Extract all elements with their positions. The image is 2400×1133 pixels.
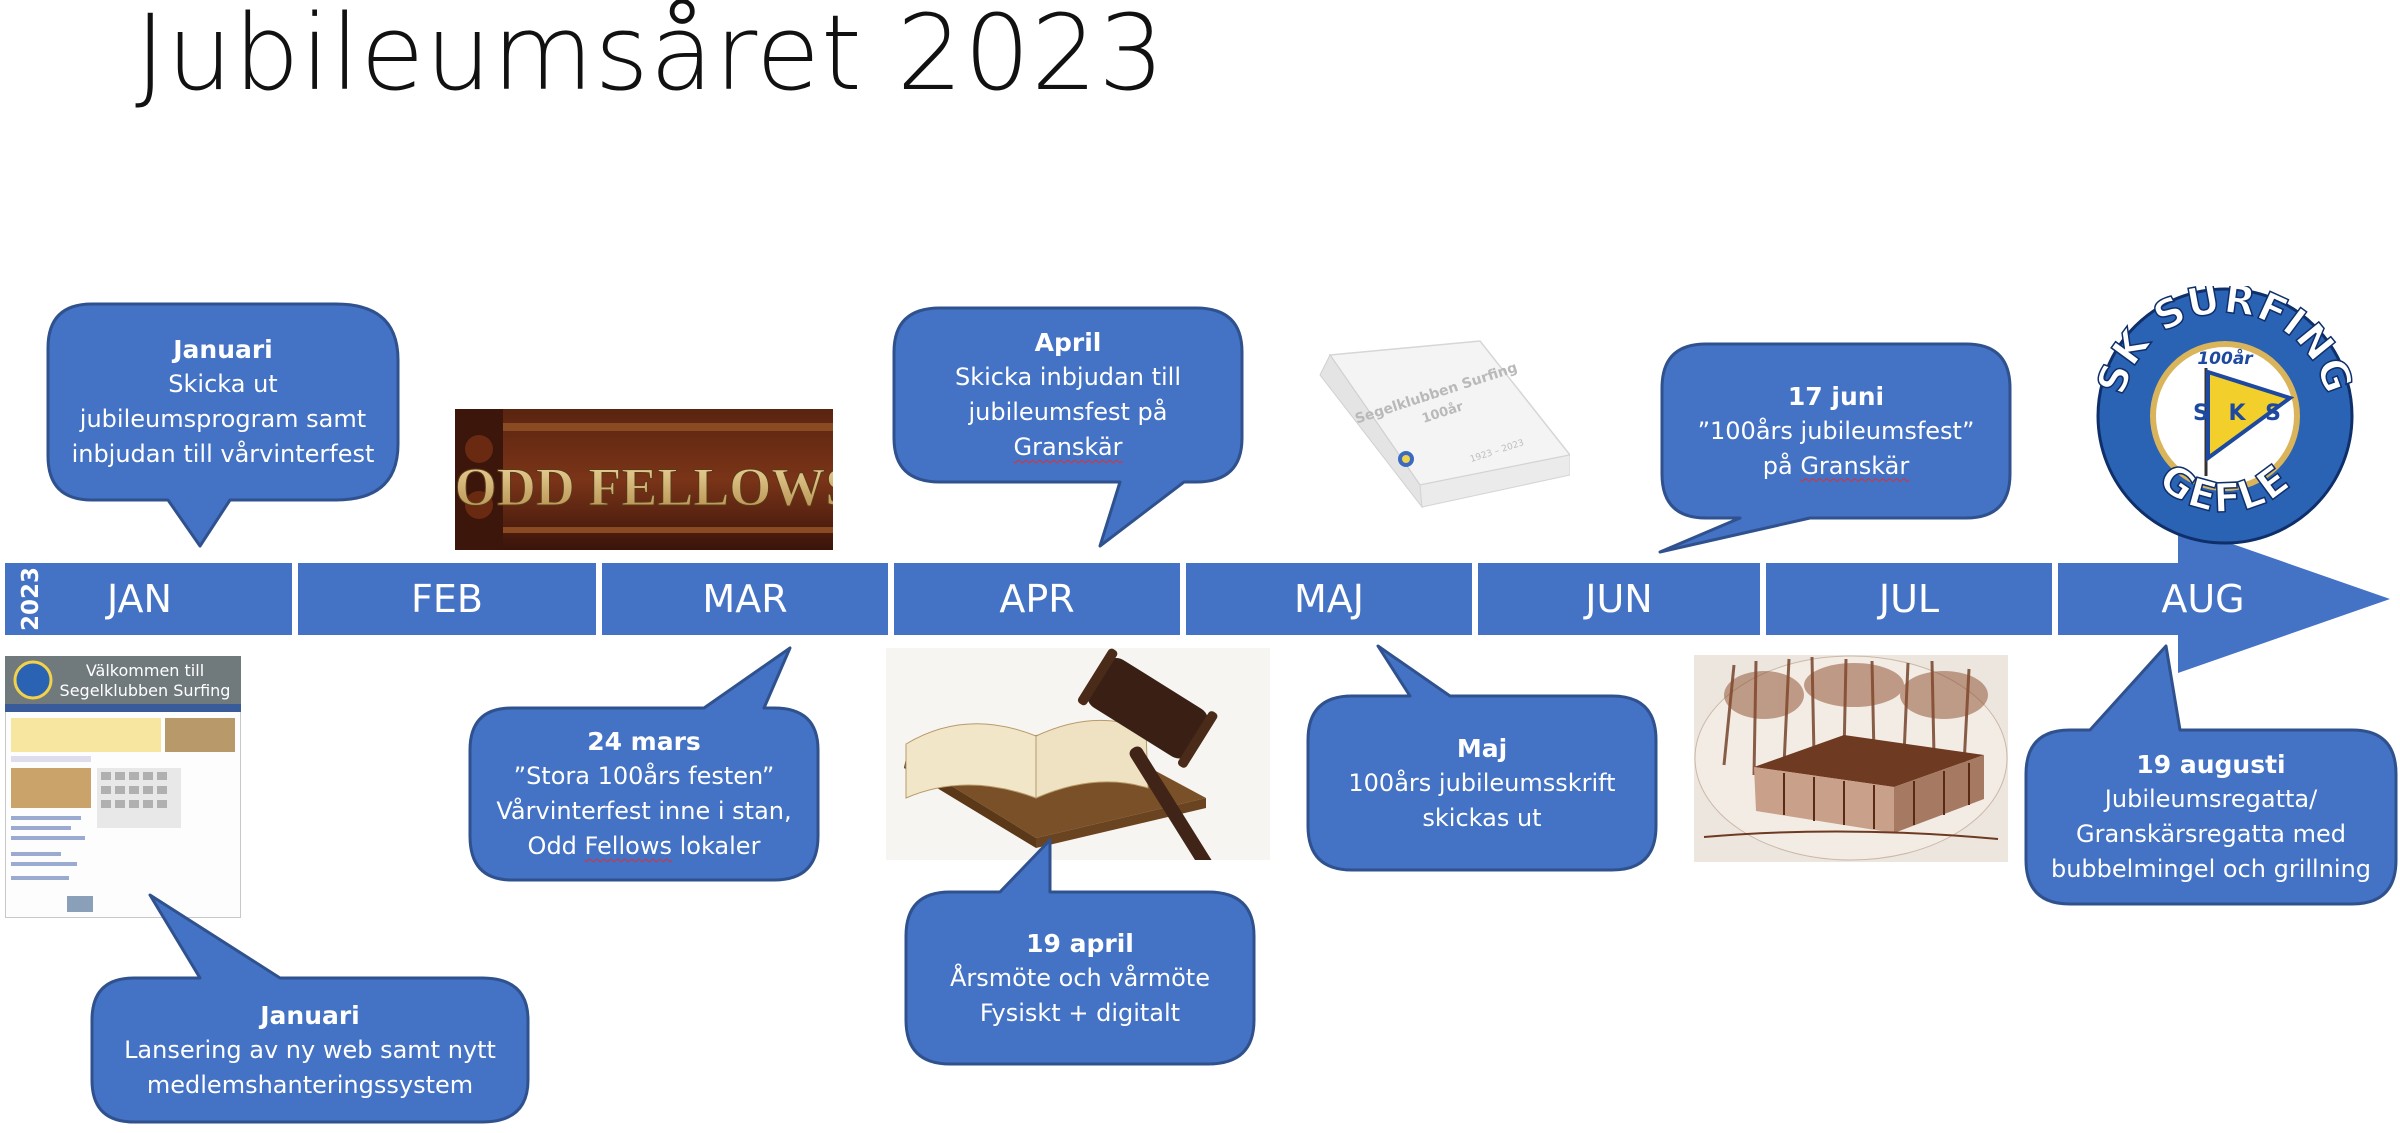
callout-apr-meeting-text: 19 april Årsmöte och vårmöte Fysiskt + d… [906, 892, 1254, 1064]
callout-jan-invite-text: Januari Skicka ut jubileumsprogram samt … [48, 304, 398, 500]
website-heading-2: Segelklubben Surfing [60, 681, 231, 700]
event-title: 17 juni [1787, 381, 1885, 411]
event-line: skickas ut [1422, 803, 1542, 832]
website-screenshot: Välkommen till Segelklubben Surfing [5, 656, 241, 918]
event-line: inbjudan till vårvinterfest [71, 440, 375, 468]
segment-feb [298, 563, 596, 635]
gavel-and-book-photo [886, 648, 1270, 860]
month-aug: AUG [2161, 577, 2245, 621]
event-line: Granskärsregatta med [2075, 820, 2347, 848]
callout-apr-invite-text: April Skicka inbjudan till jubileumsfest… [894, 308, 1242, 482]
callout-aug-regatta [2024, 644, 2398, 906]
callout-mar-party-text: 24 mars ”Stora 100års festen” Vårvinterf… [470, 708, 818, 880]
event-line: på Granskär [1762, 451, 1910, 480]
month-mar: MAR [702, 577, 788, 621]
event-title: April [1034, 328, 1102, 357]
event-line: 100års jubileumsskrift [1348, 768, 1616, 797]
segment-mar [602, 563, 888, 635]
callout-aug-regatta-text: 19 augusti Jubileumsregatta/ Granskärsre… [2026, 730, 2396, 904]
logo-flag-letters: S K S [2193, 401, 2287, 426]
spellcheck-word: Fellows [584, 832, 672, 860]
month-feb: FEB [411, 577, 483, 621]
segment-apr [894, 563, 1180, 635]
event-line: Skicka inbjudan till [955, 363, 1181, 391]
month-jan: JAN [107, 577, 172, 621]
segment-jun [1478, 563, 1760, 635]
event-line: bubbelmingel och grillning [2050, 855, 2372, 883]
callout-jun-party [1658, 342, 2012, 554]
page-title: Jubileumsåret 2023 [135, 0, 1166, 114]
event-line: jubileumsfest på [968, 398, 1168, 426]
sk-surfing-logo: SK SURFING GEFLE 100år S K S [2090, 286, 2360, 545]
event-title: Januari [173, 335, 273, 364]
logo-badge: 100år [2197, 348, 2254, 369]
callout-apr-invite [892, 306, 1244, 548]
event-line: Årsmöte och vårmöte [950, 963, 1210, 992]
event-title: Maj [1456, 733, 1508, 763]
anniversary-book-image: Segelklubben Surfing 100år 1923 – 2023 [1319, 340, 1570, 509]
event-title: 19 augusti [2136, 750, 2286, 779]
event-line: Fysiskt + digitalt [979, 998, 1181, 1027]
event-line: Vårvinterfest inne i stan, [496, 797, 792, 825]
segment-jan [5, 563, 292, 635]
event-line: Lansering av ny web samt nytt [124, 1035, 496, 1064]
month-jun: JUN [1585, 577, 1653, 621]
odd-fellows-sign-text: ODD FELLOWS [455, 457, 833, 517]
callout-jun-party-text: 17 juni ”100års jubileumsfest” på Gransk… [1662, 344, 2010, 518]
event-line: ”100års jubileumsfest” [1697, 416, 1975, 445]
event-line: Skicka ut [168, 370, 278, 398]
month-jul: JUL [1878, 577, 1940, 621]
callout-jan-invite [46, 302, 400, 548]
odd-fellows-photo: ODD FELLOWS [455, 409, 833, 550]
event-line: medlemshanteringssystem [146, 1070, 474, 1099]
month-maj: MAJ [1294, 577, 1364, 621]
event-line: ”Stora 100års festen” [513, 762, 775, 790]
event-title: 24 mars [587, 727, 701, 756]
month-apr: APR [999, 577, 1075, 621]
callout-jan-web-text: Januari Lansering av ny web samt nytt me… [92, 978, 528, 1122]
clubhouse-sketch [1694, 655, 2008, 862]
website-heading-1: Välkommen till [86, 661, 204, 680]
callout-mar-party [468, 646, 820, 882]
event-line: Jubileumsregatta/ [2104, 785, 2318, 813]
callout-apr-meeting [904, 838, 1256, 1066]
spellcheck-word: Granskär [1013, 433, 1123, 461]
segment-maj [1186, 563, 1472, 635]
event-title: 19 april [1026, 928, 1134, 958]
event-line: jubileumsprogram samt [79, 405, 367, 433]
segment-jul [1766, 563, 2052, 635]
event-title: Januari [260, 1000, 360, 1030]
callout-jan-web [90, 893, 530, 1124]
callout-maj-book-text: Maj 100års jubileumsskrift skickas ut [1308, 696, 1656, 870]
event-line: Odd Fellows lokaler [527, 832, 761, 860]
callout-maj-book [1306, 644, 1658, 872]
spellcheck-word: Granskär [1800, 451, 1910, 480]
